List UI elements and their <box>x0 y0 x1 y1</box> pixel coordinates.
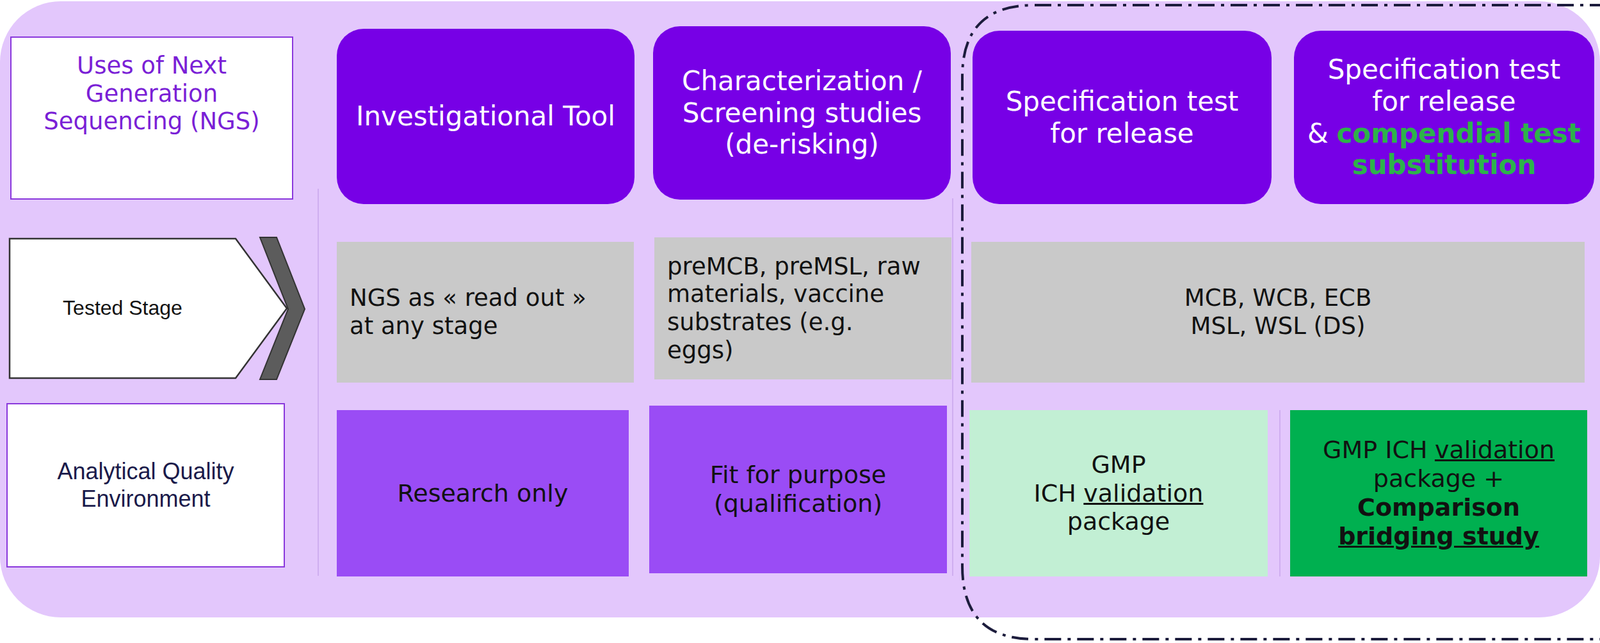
node-text: Characterization / Screening studies (de… <box>664 65 940 161</box>
stage-cell: NGS as « read out » at any stage <box>336 242 634 383</box>
background-band <box>0 1 1600 618</box>
node-text: NGS as « read out » at any stage <box>349 284 593 340</box>
node-text: Research only <box>397 479 569 509</box>
node-text: package <box>1034 507 1204 537</box>
row-label: Uses of Next Generation Sequencing (NGS) <box>10 36 294 200</box>
row-label-arrow: Tested Stage <box>8 237 289 380</box>
node-text: GMP <box>1034 450 1204 480</box>
stage-header: Characterization / Screening studies (de… <box>653 26 951 200</box>
text-block: preMCB, preMSL, raw materials, vaccine s… <box>667 252 927 365</box>
node-text: Analytical Quality Environment <box>17 458 275 513</box>
node-text: Fit for purpose (qualification) <box>683 460 914 519</box>
node-text: ICH <box>1034 479 1077 508</box>
text-block: Fit for purpose (qualification) <box>683 460 914 519</box>
quality-cell: Research only <box>336 410 629 577</box>
quality-cell: GMP ICHvalidationpackage +Comparisonbrid… <box>1290 410 1588 577</box>
node-text: Comparison <box>1322 493 1555 523</box>
stage-cell: preMCB, preMSL, raw materials, vaccine s… <box>654 237 952 380</box>
node-text: Specification test for release <box>984 85 1261 150</box>
node-text: Investigational Tool <box>355 100 616 133</box>
text-block: Investigational Tool <box>355 100 616 133</box>
node-text: MCB, WCB, ECB MSL, WSL (DS) <box>1156 284 1400 340</box>
text-block: Specification test for release&compendia… <box>1306 53 1583 181</box>
quality-cell: Fit for purpose (qualification) <box>649 405 947 574</box>
text-block: GMPICHvalidationpackage <box>1034 450 1204 537</box>
stage-cell: MCB, WCB, ECB MSL, WSL (DS) <box>971 242 1585 383</box>
node-text: Tested Stage <box>62 296 183 321</box>
text-block: NGS as « read out » at any stage <box>349 284 593 340</box>
text-block: Tested Stage <box>62 296 183 321</box>
text-block: Research only <box>397 479 569 509</box>
node-text: Specification test for release <box>1306 53 1583 118</box>
stage-header: Specification test for release <box>972 30 1272 205</box>
text-block: MCB, WCB, ECB MSL, WSL (DS) <box>1156 284 1400 340</box>
text-block: Analytical Quality Environment <box>17 458 275 513</box>
node-text: Uses of Next Generation Sequencing (NGS) <box>20 51 283 136</box>
stage-header: Specification test for release&compendia… <box>1293 30 1595 205</box>
node-text: bridging study <box>1322 522 1555 552</box>
node-text: validation <box>1083 479 1204 508</box>
node-text: GMP ICH <box>1322 436 1428 465</box>
row-label: Analytical Quality Environment <box>6 403 285 568</box>
text-block: GMP ICHvalidationpackage +Comparisonbrid… <box>1322 436 1555 551</box>
node-text: compendial test substitution <box>1336 117 1581 182</box>
node-text: package + <box>1322 464 1555 494</box>
column-divider <box>317 188 319 577</box>
node-text: preMCB, preMSL, raw materials, vaccine s… <box>667 252 927 365</box>
column-divider <box>1279 410 1281 577</box>
arrow-outline-shape <box>9 238 287 379</box>
column-divider <box>952 198 954 577</box>
text-block: Uses of Next Generation Sequencing (NGS) <box>20 51 283 136</box>
text-block: Specification test for release <box>984 85 1261 150</box>
text-block: Characterization / Screening studies (de… <box>664 65 940 161</box>
dash-dot-outline <box>962 5 1600 640</box>
node-text: validation <box>1434 436 1555 465</box>
stage-header: Investigational Tool <box>336 28 635 205</box>
node-text: & <box>1307 117 1329 150</box>
quality-cell: GMPICHvalidationpackage <box>969 410 1268 577</box>
